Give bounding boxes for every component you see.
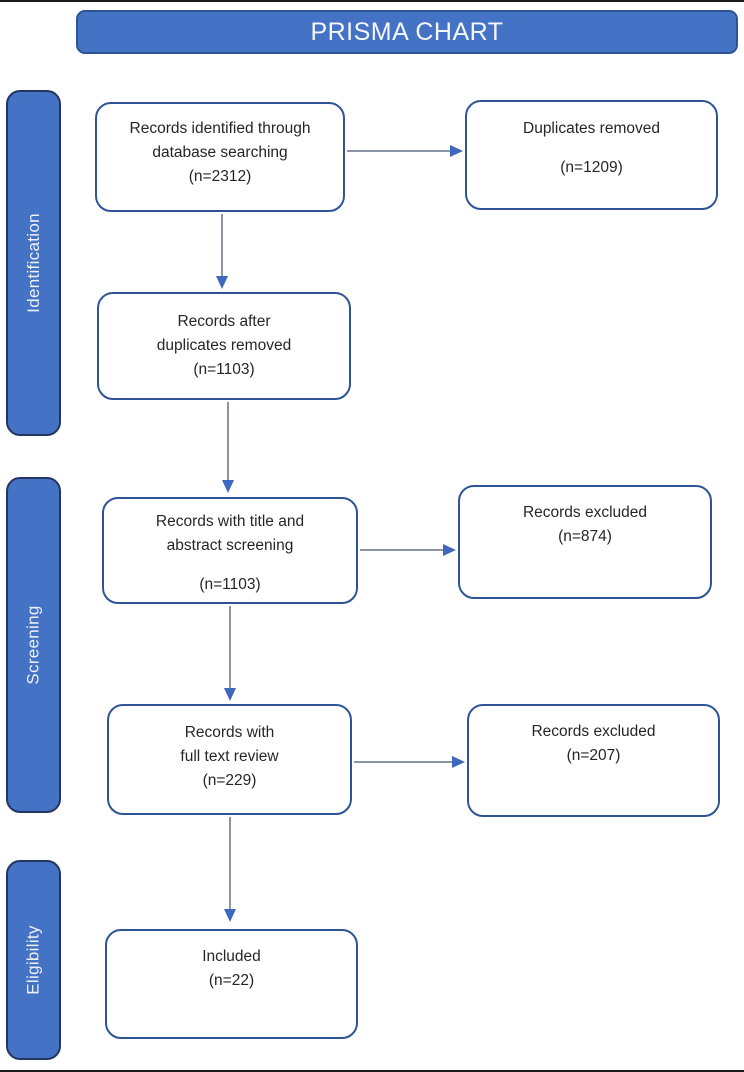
box-count: (n=1209) xyxy=(560,159,623,176)
arrow-down-identified-to-after-duplicates-icon xyxy=(216,214,228,289)
stage-bar-eligibility: Eligibility xyxy=(6,860,61,1060)
box-text-line: Records after xyxy=(177,313,271,330)
flow-box-records-excluded-screening: Records excluded (n=874) xyxy=(458,485,712,599)
flow-box-full-text-review: Records with full text review (n=229) xyxy=(107,704,352,815)
box-count: (n=1103) xyxy=(199,576,261,593)
box-count: (n=2312) xyxy=(188,168,252,185)
box-text-line: Included xyxy=(202,948,261,965)
flow-box-records-excluded-full-text: Records excluded (n=207) xyxy=(467,704,720,817)
chart-title-bar: PRISMA CHART xyxy=(76,10,738,54)
flow-box-included: Included (n=22) xyxy=(105,929,358,1039)
box-text-line: Records excluded xyxy=(531,723,656,740)
arrow-right-identified-to-duplicates-icon xyxy=(347,145,463,157)
stage-label-eligibility: Eligibility xyxy=(23,925,43,995)
box-text-line: database searching xyxy=(152,144,288,161)
box-text-line: Records with xyxy=(184,724,275,741)
flow-box-records-identified: Records identified through database sear… xyxy=(95,102,345,212)
stage-label-identification: Identification xyxy=(23,213,43,313)
arrow-right-screening-to-excluded-icon xyxy=(360,544,456,556)
flow-box-after-duplicates: Records after duplicates removed (n=1103… xyxy=(97,292,351,400)
box-text-line: full text review xyxy=(180,748,279,765)
box-count: (n=207) xyxy=(566,747,621,764)
box-text-line: duplicates removed xyxy=(156,337,292,354)
box-text-line: Duplicates removed xyxy=(523,120,660,137)
chart-title: PRISMA CHART xyxy=(310,17,504,46)
box-text-line: Records with title and xyxy=(155,513,305,530)
stage-bar-identification: Identification xyxy=(6,90,61,436)
box-text-line: Records identified through xyxy=(129,120,311,137)
box-text-line: Records excluded xyxy=(522,504,648,521)
stage-label-screening: Screening xyxy=(23,605,43,685)
arrow-right-full-text-to-excluded-icon xyxy=(354,756,465,768)
arrow-down-full-text-to-included-icon xyxy=(224,817,236,922)
flow-box-title-abstract-screening: Records with title and abstract screenin… xyxy=(102,497,358,604)
flow-box-duplicates-removed: Duplicates removed (n=1209) xyxy=(465,100,718,210)
arrow-down-after-duplicates-to-screening-icon xyxy=(222,402,234,493)
box-count: (n=229) xyxy=(202,772,257,789)
box-count: (n=22) xyxy=(208,972,255,989)
box-text-line: abstract screening xyxy=(166,537,294,554)
box-count: (n=1103) xyxy=(193,361,255,378)
box-count: (n=874) xyxy=(558,528,612,545)
arrow-down-screening-to-full-text-icon xyxy=(224,606,236,701)
stage-bar-screening: Screening xyxy=(6,477,61,813)
